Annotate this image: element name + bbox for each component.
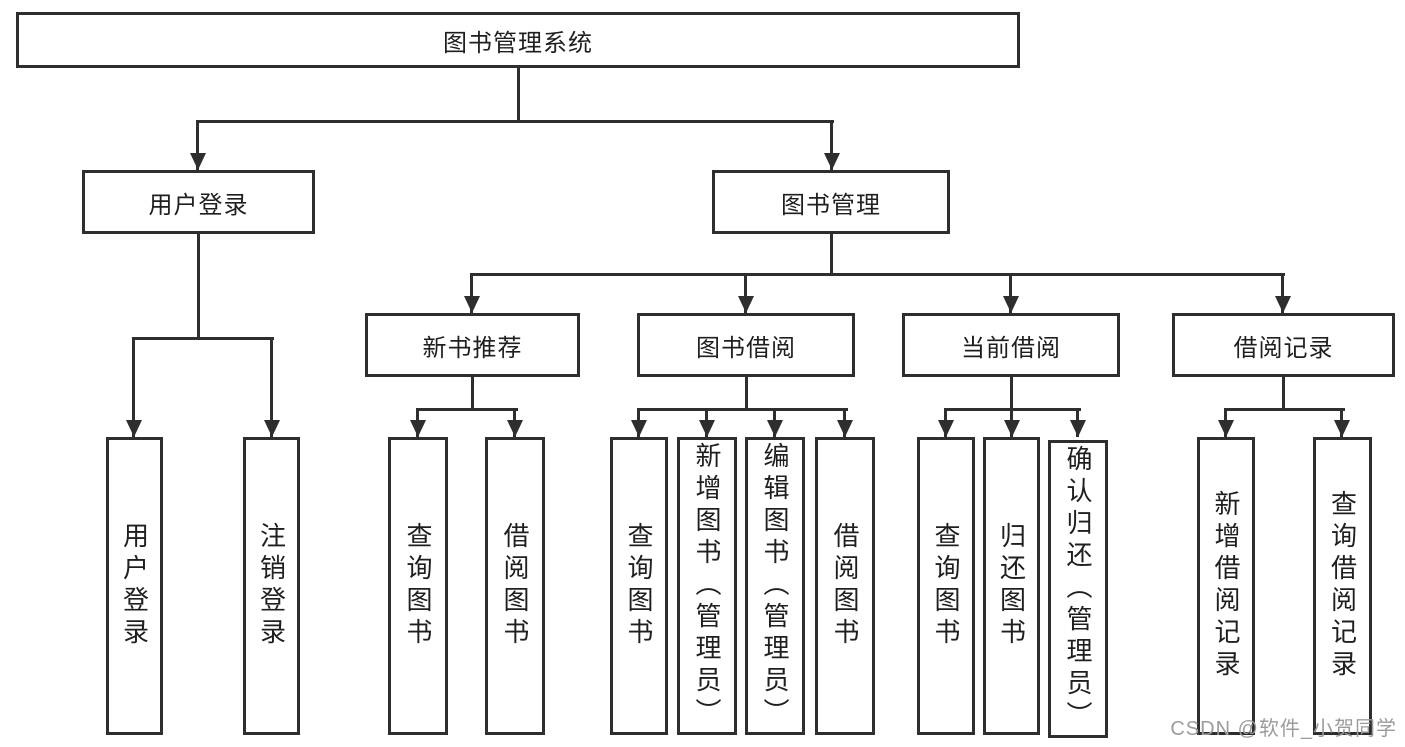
node-leaf-edit-book-admin: 编辑图书（管理员）: [745, 437, 805, 735]
connector-arrow: [773, 408, 776, 437]
connector-line: [745, 377, 748, 408]
connector-arrow: [843, 408, 846, 437]
connector-arrow: [830, 120, 833, 170]
connector-line: [1282, 377, 1285, 408]
node-leaf-borrow-books-recommend: 借阅图书: [485, 437, 545, 735]
connector-line: [517, 68, 520, 120]
node-book-borrowing: 图书借阅: [637, 313, 855, 377]
node-leaf-add-book-admin: 新增图书（管理员）: [677, 437, 737, 735]
connector-arrow: [705, 408, 708, 437]
node-leaf-return-books: 归还图书: [983, 437, 1040, 735]
node-leaf-user-login: 用户登录: [106, 437, 163, 735]
connector-arrow: [637, 408, 640, 437]
connector-line: [945, 408, 1081, 411]
connector-line: [638, 408, 848, 411]
connector-arrow: [132, 337, 135, 437]
connector-arrow: [1224, 408, 1227, 437]
node-leaf-query-books-recommend: 查询图书: [388, 437, 448, 735]
node-leaf-confirm-return-admin: 确认归还（管理员）: [1048, 440, 1108, 738]
connector-arrow: [1281, 273, 1284, 313]
connector-line: [471, 273, 1285, 276]
connector-line: [1010, 377, 1013, 408]
connector-line: [471, 377, 474, 408]
node-user-login: 用户登录: [82, 170, 315, 234]
node-new-book-recommendation: 新书推荐: [365, 313, 580, 377]
connector-arrow: [1340, 408, 1343, 437]
node-leaf-query-books-borrow: 查询图书: [610, 437, 668, 735]
node-leaf-query-books-current: 查询图书: [917, 437, 975, 735]
connector-arrow: [513, 408, 516, 437]
connector-arrow: [416, 408, 419, 437]
connector-line: [417, 408, 518, 411]
connector-line: [133, 337, 274, 340]
node-leaf-logout: 注销登录: [243, 437, 300, 735]
node-current-borrowing: 当前借阅: [902, 313, 1120, 377]
connector-arrow: [470, 273, 473, 313]
connector-arrow: [1010, 408, 1013, 437]
connector-line: [197, 234, 200, 337]
connector-line: [197, 120, 834, 123]
connector-arrow: [1009, 273, 1012, 313]
node-leaf-borrow-books: 借阅图书: [815, 437, 875, 735]
node-leaf-add-borrow-record: 新增借阅记录: [1197, 437, 1255, 735]
connector-arrow: [270, 337, 273, 437]
connector-arrow: [744, 273, 747, 313]
node-library-management-system: 图书管理系统: [16, 12, 1020, 68]
connector-arrow: [196, 120, 199, 170]
csdn-watermark: CSDN @软件_小贺同学: [1170, 718, 1397, 740]
connector-line: [830, 234, 833, 273]
node-book-management: 图书管理: [712, 170, 950, 234]
node-borrowing-records: 借阅记录: [1172, 313, 1395, 377]
connector-arrow: [1076, 408, 1079, 437]
node-leaf-query-borrow-record: 查询借阅记录: [1313, 437, 1372, 735]
connector-line: [1225, 408, 1345, 411]
connector-arrow: [944, 408, 947, 437]
